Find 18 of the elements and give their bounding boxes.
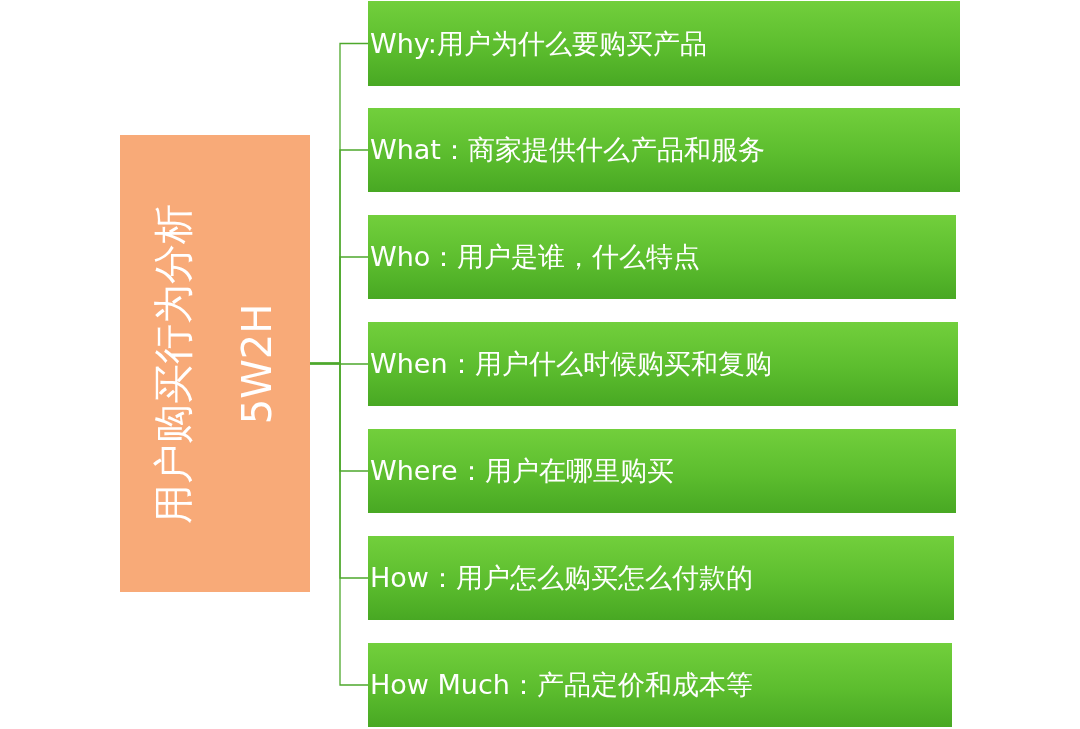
branch-box xyxy=(368,215,956,299)
topic-box xyxy=(120,135,310,592)
branch-text: How：用户怎么购买怎么付款的 xyxy=(370,561,753,595)
branch-box xyxy=(368,536,954,620)
connector-line xyxy=(309,362,369,686)
branch-box xyxy=(368,429,956,513)
branch-text: Where：用户在哪里购买 xyxy=(370,454,674,488)
branch-text: How Much：产品定价和成本等 xyxy=(370,668,753,702)
branch-text: What：商家提供什么产品和服务 xyxy=(370,133,765,167)
branch-text: Who：用户是谁，什么特点 xyxy=(370,240,701,274)
branch-box xyxy=(368,322,958,406)
branch-box xyxy=(368,1,960,86)
topic-text: 5W2H xyxy=(235,303,279,424)
branch-text: Why:用户为什么要购买产品 xyxy=(370,26,707,61)
branch-box xyxy=(368,643,952,727)
branch-box xyxy=(368,108,960,192)
branch-text: When：用户什么时候购买和复购 xyxy=(370,347,772,381)
topic-text: 用户购买行为分析 xyxy=(151,203,195,524)
